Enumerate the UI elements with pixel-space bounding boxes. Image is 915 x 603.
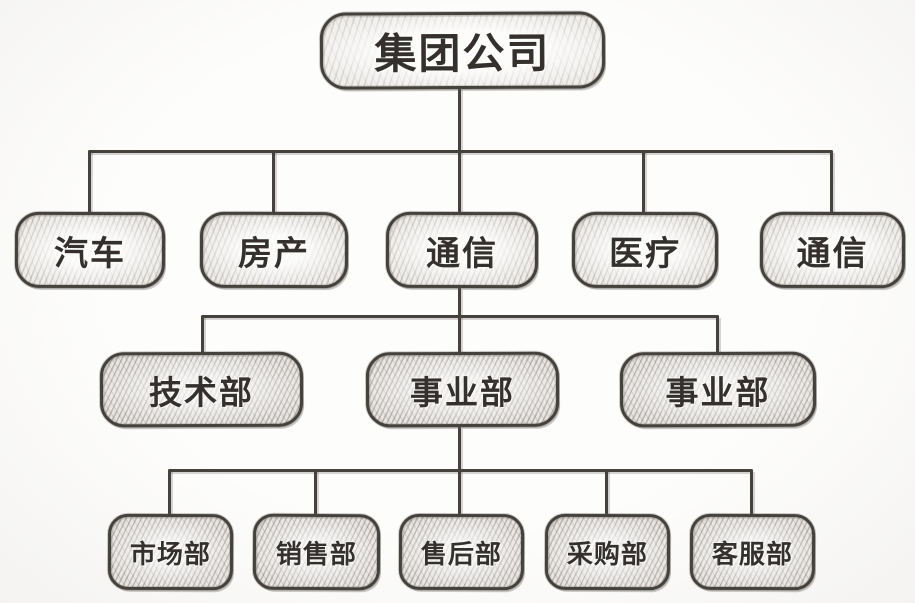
connector-drop-customerservice [750, 470, 753, 514]
connector-business-stem [458, 427, 461, 472]
connector-drop-business-dept-right [716, 316, 719, 354]
node-telecom-right: 通信 [759, 211, 906, 289]
node-label: 通信 [796, 234, 869, 273]
node-aftersales-dept: 售后部 [398, 513, 525, 591]
node-label: 技术部 [148, 373, 255, 411]
node-medical: 医疗 [571, 211, 719, 289]
connector-drop-aftersales [458, 470, 461, 514]
connector-drop-telecom-right [830, 151, 833, 214]
node-label: 房产 [237, 234, 311, 273]
connector-drop-automotive [88, 151, 91, 214]
node-business-dept-mid: 事业部 [365, 351, 560, 428]
node-customer-service-dept: 客服部 [689, 513, 816, 591]
node-label: 事业部 [665, 373, 771, 411]
node-label: 销售部 [275, 538, 358, 569]
node-procurement-dept: 采购部 [544, 513, 671, 591]
connector-drop-medical [642, 151, 645, 214]
node-group-company: 集团公司 [319, 11, 606, 90]
connector-telecom-stem [458, 288, 461, 318]
node-label: 市场部 [129, 538, 212, 569]
node-marketing-dept: 市场部 [107, 513, 234, 591]
node-telecom-mid: 通信 [385, 211, 539, 289]
node-automotive: 汽车 [14, 211, 166, 289]
node-label: 客服部 [711, 538, 794, 569]
connector-drop-marketing [168, 470, 171, 514]
connector-drop-realestate [272, 151, 275, 214]
node-label: 通信 [425, 234, 499, 273]
node-label: 医疗 [608, 234, 682, 273]
node-label: 售后部 [420, 538, 503, 569]
connector-drop-procurement [605, 470, 608, 514]
node-label: 事业部 [409, 373, 516, 411]
connector-drop-sales [314, 470, 317, 514]
connector-drop-telecom-mid [458, 151, 461, 214]
node-sales-dept: 销售部 [252, 513, 381, 591]
node-label: 采购部 [566, 538, 649, 569]
node-business-dept-right: 事业部 [619, 351, 817, 428]
node-real-estate: 房产 [199, 211, 349, 289]
connector-drop-tech-dept [201, 316, 204, 354]
node-tech-dept: 技术部 [99, 351, 304, 428]
node-label: 集团公司 [374, 29, 551, 78]
connector-root-stem [458, 88, 461, 152]
node-label: 汽车 [53, 234, 127, 273]
connector-drop-business-dept-mid [458, 316, 461, 354]
